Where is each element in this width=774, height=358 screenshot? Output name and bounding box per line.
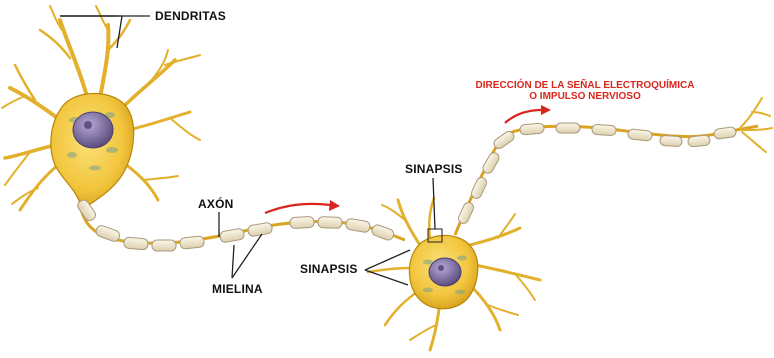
myelin-sheath-1 — [76, 198, 395, 251]
direction-arrow-1 — [265, 204, 330, 213]
label-direction-line-2: O IMPULSO NERVIOSO — [470, 91, 700, 102]
label-dendritas: DENDRITAS — [155, 10, 226, 22]
left-neuron-soma — [51, 94, 134, 210]
label-sinapsis-bottom: SINAPSIS — [300, 263, 358, 275]
myelin-sheath-2 — [457, 123, 737, 225]
label-mielina: MIELINA — [212, 283, 263, 295]
direction-arrowhead-2 — [541, 105, 551, 115]
direction-arrow-2 — [505, 110, 542, 123]
direction-arrowhead-1 — [329, 200, 340, 211]
right-neuron-nucleus — [429, 258, 461, 286]
label-direction: DIRECCIÓN DE LA SEÑAL ELECTROQUÍMICA O I… — [470, 80, 700, 102]
left-neuron-nucleus — [73, 112, 113, 148]
label-axon: AXÓN — [198, 198, 233, 210]
label-direction-line-1: DIRECCIÓN DE LA SEÑAL ELECTROQUÍMICA — [470, 80, 700, 91]
label-sinapsis-top: SINAPSIS — [405, 163, 463, 175]
